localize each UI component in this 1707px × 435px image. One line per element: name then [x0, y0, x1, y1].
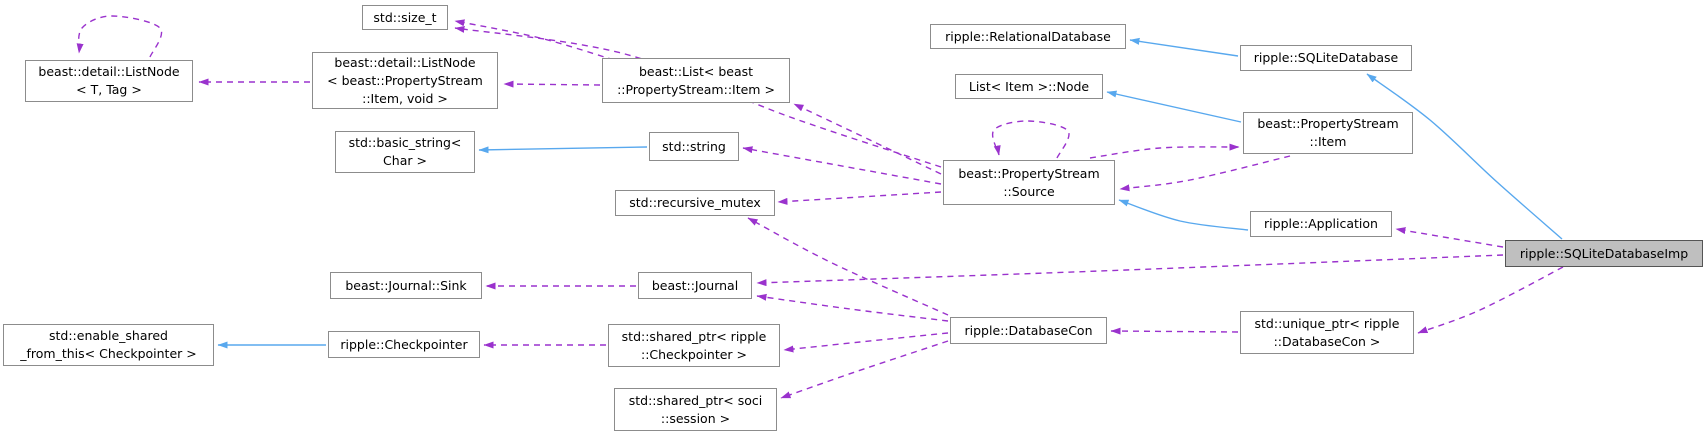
- node-basic-string[interactable]: std::basic_string<Char >: [335, 131, 475, 173]
- node-label-line: beast::detail::ListNode: [38, 64, 180, 79]
- node-list-item-node[interactable]: List< Item >::Node: [955, 74, 1103, 99]
- node-label-line: beast::PropertyStream: [1257, 116, 1399, 131]
- node-label-line: std::unique_ptr< ripple: [1254, 315, 1400, 331]
- node-label-line: std::enable_shared: [49, 328, 168, 343]
- node-checkpointer[interactable]: ripple::Checkpointer: [328, 331, 480, 358]
- edge-ps-source-to-ps-source-dashed: [991, 120, 1070, 159]
- node-recursive-mutex[interactable]: std::recursive_mutex: [615, 190, 775, 216]
- edge-ps-item-to-ps-source-dashed: [1119, 155, 1291, 192]
- node-label-line: std::size_t: [373, 9, 437, 25]
- node-label-line: ripple::Application: [1264, 216, 1378, 231]
- node-journal[interactable]: beast::Journal: [638, 272, 752, 299]
- node-label-line: ::session >: [660, 410, 731, 426]
- edge-list-item-to-listnode-item-void-dashed: [503, 80, 601, 88]
- node-label-line: ripple::DatabaseCon: [964, 322, 1093, 338]
- node-label-line: ripple::Checkpointer: [340, 336, 468, 352]
- edge-ps-source-to-list-item-dashed: [793, 103, 942, 175]
- edge-ps-source-to-ps-item-dashed: [1089, 143, 1240, 159]
- node-label-line: ripple::RelationalDatabase: [945, 28, 1111, 44]
- edge-ps-item-to-list-item-node-solid: [1106, 90, 1242, 123]
- node-list-item[interactable]: beast::List< beast::PropertyStream::Item…: [602, 58, 790, 103]
- node-label-line: ::PropertyStream::Item >: [617, 81, 775, 97]
- node-enable-shared[interactable]: std::enable_shared_from_this< Checkpoint…: [3, 324, 214, 366]
- node-label-line: beast::List< beast: [638, 63, 754, 79]
- edge-sqlite-db-imp-to-unique-ptr-dbcon-dashed: [1417, 266, 1564, 334]
- node-label-line: std::shared_ptr< soci: [628, 392, 763, 408]
- node-relational-db[interactable]: ripple::RelationalDatabase: [930, 24, 1126, 49]
- edge-sqlite-db-imp-to-sqlite-db-solid: [1366, 73, 1563, 240]
- node-database-con[interactable]: ripple::DatabaseCon: [950, 317, 1107, 344]
- node-ps-item[interactable]: beast::PropertyStream::Item: [1243, 112, 1413, 154]
- node-label-line: std::basic_string<: [348, 135, 462, 150]
- node-size-t[interactable]: std::size_t: [362, 5, 448, 30]
- node-label-line: ripple::SQLiteDatabase: [1253, 50, 1399, 65]
- node-label-line: ::DatabaseCon >: [1273, 333, 1381, 349]
- edge-ps-source-to-string-dashed: [742, 146, 942, 185]
- node-label-line: ::Checkpointer >: [640, 346, 748, 362]
- node-label-line: beast::detail::ListNode: [334, 54, 476, 70]
- edge-sqlite-db-imp-to-application-dashed: [1395, 227, 1504, 248]
- node-listnode-t-tag[interactable]: beast::detail::ListNode< T, Tag >: [25, 60, 193, 102]
- node-sqlite-db[interactable]: ripple::SQLiteDatabase: [1240, 45, 1412, 71]
- node-label-line: std::shared_ptr< ripple: [621, 328, 767, 344]
- node-label-line: beast::PropertyStream: [958, 165, 1100, 181]
- node-label-line: ::Item, void >: [362, 90, 448, 106]
- node-label-line: Char >: [383, 153, 427, 168]
- edge-database-con-to-journal-dashed: [756, 293, 949, 322]
- edge-string-to-basic-string-solid: [478, 146, 648, 154]
- node-label-line: List< Item >::Node: [968, 78, 1090, 94]
- edge-sqlite-db-imp-to-journal-dashed: [756, 254, 1504, 287]
- node-listnode-item-void[interactable]: beast::detail::ListNode< beast::Property…: [312, 52, 498, 109]
- node-application[interactable]: ripple::Application: [1250, 211, 1392, 237]
- node-label-line: beast::Journal::Sink: [345, 277, 467, 293]
- node-label-line: beast::Journal: [651, 277, 739, 293]
- node-string[interactable]: std::string: [649, 132, 739, 161]
- edge-unique-ptr-dbcon-to-database-con-dashed: [1110, 327, 1239, 335]
- node-label-line: _from_this< Checkpointer >: [20, 346, 197, 361]
- edge-database-con-to-shared-ptr-checkpointer-dashed: [783, 332, 949, 353]
- node-label-line: < beast::PropertyStream: [327, 72, 483, 88]
- node-label-line: < T, Tag >: [76, 82, 142, 97]
- node-label-line: std::string: [662, 138, 726, 154]
- node-journal-sink[interactable]: beast::Journal::Sink: [330, 272, 482, 299]
- node-label-line: ::Source: [1003, 183, 1055, 199]
- edge-ps-source-to-recursive-mutex-dashed: [777, 191, 942, 205]
- edge-database-con-to-recursive-mutex-dashed: [747, 217, 949, 316]
- edge-sqlite-db-to-relational-db-solid: [1129, 37, 1239, 57]
- node-sqlite-db-imp[interactable]: ripple::SQLiteDatabaseImp: [1505, 240, 1703, 267]
- edge-application-to-ps-source-solid: [1118, 199, 1249, 231]
- edge-listnode-t-tag-to-listnode-t-tag-dashed: [76, 15, 163, 58]
- node-label-line: ripple::SQLiteDatabaseImp: [1519, 245, 1689, 261]
- node-label-line: ::Item: [1309, 134, 1347, 149]
- node-shared-ptr-checkpointer[interactable]: std::shared_ptr< ripple::Checkpointer >: [608, 324, 780, 367]
- node-unique-ptr-dbcon[interactable]: std::unique_ptr< ripple::DatabaseCon >: [1240, 311, 1414, 354]
- node-ps-source[interactable]: beast::PropertyStream::Source: [943, 160, 1115, 205]
- node-label-line: std::recursive_mutex: [629, 195, 761, 210]
- node-shared-ptr-soci[interactable]: std::shared_ptr< soci::session >: [614, 388, 777, 431]
- edge-database-con-to-shared-ptr-soci-dashed: [780, 340, 949, 399]
